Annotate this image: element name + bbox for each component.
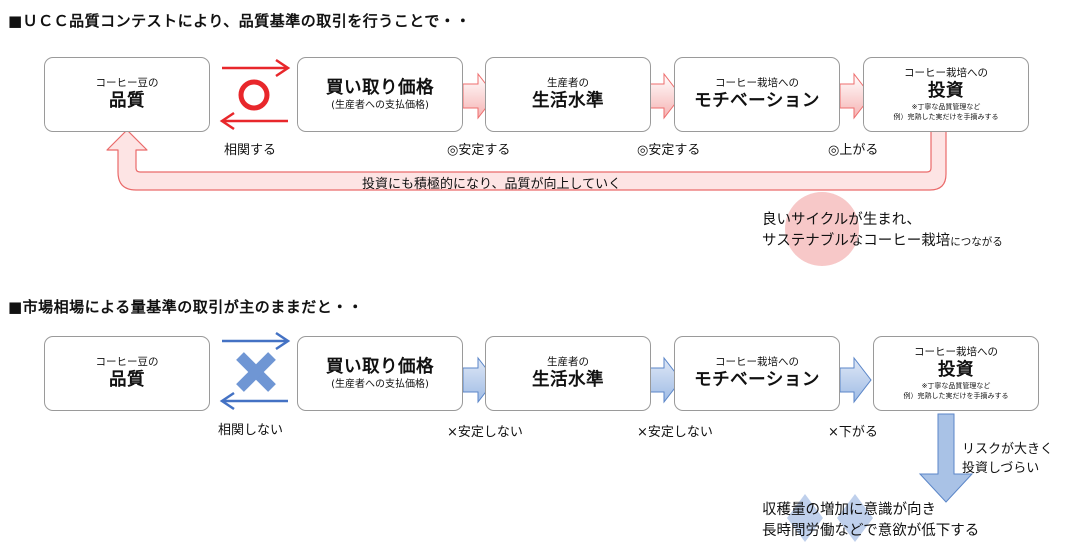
bottom-box-motivation-small: コーヒー栽培への xyxy=(715,356,799,368)
cycle-message-line2: サステナブルなコーヒー栽培につながる xyxy=(762,231,1003,252)
bottom-box-investment: コーヒー栽培への 投資 ※丁寧な品質管理など 例）完熟した実だけを手摘みする xyxy=(873,336,1039,411)
cycle-message-line1: 良いサイクルが生まれ、 xyxy=(762,212,921,228)
top-box-price: 買い取り価格 (生産者への支払価格) xyxy=(297,57,463,132)
top-box-quality-small: コーヒー豆の xyxy=(95,77,159,89)
bottom-box-motivation-big: モチベーション xyxy=(694,370,820,390)
top-correlation-label: 相関する xyxy=(224,143,277,158)
double-circle-icon xyxy=(238,79,270,111)
bottom-status-3: ×下がる xyxy=(828,425,878,440)
top-box-price-big: 買い取り価格 xyxy=(326,78,434,98)
down-arrow-label: リスクが大きく 投資しづらい xyxy=(962,440,1053,478)
top-box-living-small: 生産者の xyxy=(547,77,589,89)
top-box-quality: コーヒー豆の 品質 xyxy=(44,57,210,132)
bottom-box-price-sub: (生産者への支払価格) xyxy=(331,379,429,390)
cycle-message-main: サステナブルなコーヒー栽培 xyxy=(762,233,951,249)
top-box-quality-big: 品質 xyxy=(109,91,145,111)
correlation-arrows-bottom xyxy=(219,331,291,411)
cycle-highlight-circle xyxy=(785,192,859,266)
bottom-box-motivation: コーヒー栽培への モチベーション xyxy=(674,336,840,411)
top-chevron-2 xyxy=(649,72,682,120)
top-box-investment-note2: 例）完熟した実だけを手摘みする xyxy=(893,113,999,121)
top-box-investment-small: コーヒー栽培への xyxy=(904,67,988,79)
bottom-box-living-small: 生産者の xyxy=(547,356,589,368)
top-box-price-sub: (生産者への支払価格) xyxy=(331,100,429,111)
bottom-box-investment-note1: ※丁寧な品質管理など xyxy=(921,382,991,390)
feedback-loop-arrow xyxy=(106,129,947,191)
bottom-correlation-label: 相関しない xyxy=(218,423,284,438)
top-heading: ■ＵＣＣ品質コンテストにより、品質基準の取引を行うことで・・ xyxy=(8,12,471,30)
cross-mark-icon xyxy=(236,352,276,392)
bottom-box-quality-big: 品質 xyxy=(109,370,145,390)
bottom-box-quality: コーヒー豆の 品質 xyxy=(44,336,210,411)
top-chevron-3 xyxy=(839,72,872,120)
down-arrow xyxy=(918,413,974,503)
result-message-line1: 収穫量の増加に意識が向き xyxy=(762,502,936,518)
correlation-arrows-top xyxy=(219,58,291,131)
bottom-chevron-3 xyxy=(839,356,872,404)
bottom-box-investment-small: コーヒー栽培への xyxy=(914,346,998,358)
top-status-3: ◎上がる xyxy=(828,143,879,158)
top-box-motivation-big: モチベーション xyxy=(694,91,820,111)
bottom-box-quality-small: コーヒー豆の xyxy=(95,356,159,368)
top-box-investment-note1: ※丁寧な品質管理など xyxy=(911,103,981,111)
bottom-box-price-big: 買い取り価格 xyxy=(326,357,434,377)
bottom-heading: ■市場相場による量基準の取引が主のままだと・・ xyxy=(8,298,364,316)
top-box-living-big: 生活水準 xyxy=(532,91,604,111)
diamond-decorations xyxy=(787,494,873,542)
top-box-motivation-small: コーヒー栽培への xyxy=(715,77,799,89)
bottom-box-living-big: 生活水準 xyxy=(532,370,604,390)
top-box-investment: コーヒー栽培への 投資 ※丁寧な品質管理など 例）完熟した実だけを手摘みする xyxy=(863,57,1029,132)
bottom-chevron-2 xyxy=(649,356,682,404)
bottom-status-2: ×安定しない xyxy=(637,425,713,440)
feedback-loop-label: 投資にも積極的になり、品質が向上していく xyxy=(362,177,622,192)
bottom-box-living: 生産者の 生活水準 xyxy=(485,336,651,411)
down-arrow-label-line2: 投資しづらい xyxy=(962,461,1040,476)
result-message-line2: 長時間労働などで意欲が低下する xyxy=(762,523,980,539)
top-box-living: 生産者の 生活水準 xyxy=(485,57,651,132)
bottom-status-1: ×安定しない xyxy=(447,425,523,440)
down-arrow-label-line1: リスクが大きく xyxy=(962,442,1054,457)
top-box-investment-big: 投資 xyxy=(928,81,964,101)
bottom-box-price: 買い取り価格 (生産者への支払価格) xyxy=(297,336,463,411)
bottom-box-investment-big: 投資 xyxy=(938,360,974,380)
cycle-message-small: につながる xyxy=(950,236,1003,248)
bottom-box-investment-note2: 例）完熟した実だけを手摘みする xyxy=(903,392,1009,400)
top-status-1: ◎安定する xyxy=(447,143,511,158)
top-status-2: ◎安定する xyxy=(637,143,701,158)
top-box-motivation: コーヒー栽培への モチベーション xyxy=(674,57,840,132)
